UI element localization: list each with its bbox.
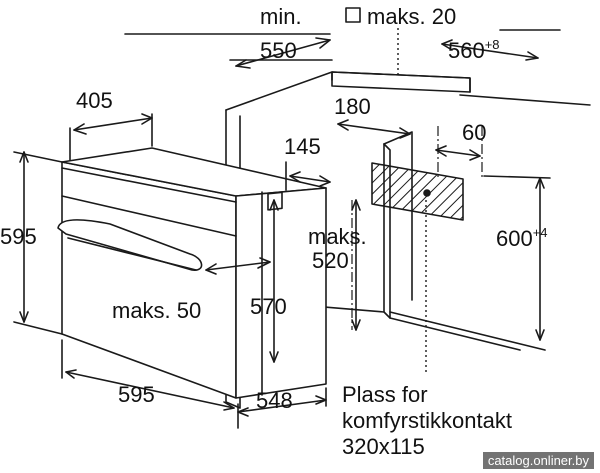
dim-560-value: 560 (448, 38, 485, 63)
watermark: catalog.onliner.by (482, 452, 594, 469)
min-label: min. (260, 4, 302, 29)
oven-handle-shade (67, 237, 197, 271)
oven-side (235, 187, 327, 399)
socket-note: Plass for komfyrstikkontakt 320x115 (342, 382, 512, 460)
dim-180: 180 (334, 94, 371, 119)
socket-zone (371, 162, 464, 221)
dim-145: 145 (284, 134, 321, 159)
dim-560-tolerance: +8 (484, 37, 500, 52)
dim-595-height: 595 (0, 224, 37, 249)
socket-note-line-2: komfyrstikkontakt (342, 408, 512, 433)
maks-520-label-1: maks. (308, 224, 367, 249)
maks-520-label-2: 520 (312, 248, 349, 273)
niche-floor-line (389, 311, 546, 351)
socket-dot (423, 189, 431, 197)
dim-550: 550 (260, 38, 297, 63)
niche-top-board (331, 71, 471, 93)
worktop-right-line-2 (459, 94, 591, 106)
maks-20-label: maks. 20 (367, 4, 457, 29)
dim-548: 548 (256, 388, 293, 413)
niche-right-wall (383, 131, 413, 301)
oven-frame-line (61, 167, 237, 203)
dim-60: 60 (462, 120, 487, 145)
oven-door-top (61, 195, 237, 237)
niche-floor-line-2 (389, 317, 521, 351)
dim-570: 570 (250, 294, 287, 319)
socket-note-line-1: Plass for (342, 382, 428, 407)
mounting-bracket (267, 191, 283, 211)
dim-600-tolerance: +4 (532, 225, 548, 240)
dim-600: 600+4 (496, 225, 548, 251)
dim-560: 560+8 (448, 37, 500, 63)
dim-595-width: 595 (118, 382, 155, 407)
socket-note-line-3: 320x115 (342, 434, 425, 459)
dim-600-value: 600 (496, 226, 533, 251)
maks-50-label: maks. 50 (112, 298, 202, 323)
legend-square (345, 7, 361, 23)
dim-405: 405 (76, 88, 113, 113)
